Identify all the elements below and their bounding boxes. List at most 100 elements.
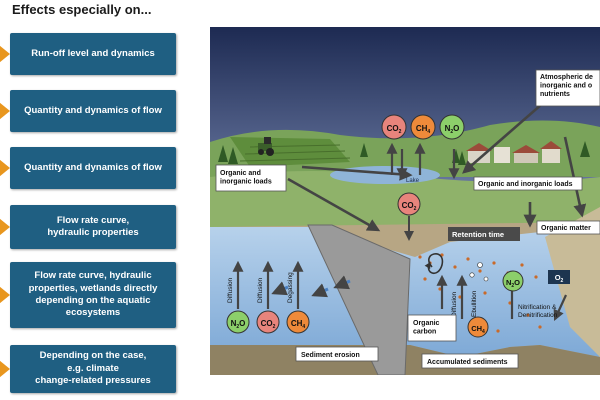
formula: CH xyxy=(416,124,428,133)
ch4-bubble-right: CH4 xyxy=(467,316,489,338)
lake-label: Lake xyxy=(406,178,420,184)
accumulated-sediments-label: Accumulated sediments xyxy=(421,353,519,369)
formula: N xyxy=(445,124,451,133)
formula-tail: O xyxy=(453,124,459,133)
svg-text:CO2: CO2 xyxy=(402,201,417,212)
subscript: 2 xyxy=(511,283,514,289)
svg-text:CH4: CH4 xyxy=(416,124,431,135)
tractor-icon xyxy=(258,137,274,156)
co2-bubble-top: CO2 xyxy=(381,114,407,140)
subscript: 2 xyxy=(273,324,276,330)
gas-bubble xyxy=(226,310,250,334)
orange-arrow-icon xyxy=(0,159,10,177)
label-text: Sediment erosion xyxy=(301,352,360,359)
label-text: Retention time xyxy=(452,230,504,239)
n2o-bubble-bottom: N2O xyxy=(226,310,250,334)
process-label-degassing: Degassing xyxy=(287,272,294,303)
gas-bubble xyxy=(410,114,436,140)
subscript: 2 xyxy=(399,129,402,135)
gas-bubble xyxy=(286,310,310,334)
ch4-bubble-top: CH4 xyxy=(410,114,436,140)
organic-matter-label: Organic matter xyxy=(536,220,600,235)
ch4-bubble-bottom: CH4 xyxy=(286,310,310,334)
svg-text:CO2: CO2 xyxy=(261,319,276,330)
gas-bubble xyxy=(397,192,421,216)
svg-text:CH4: CH4 xyxy=(471,324,485,335)
formula: CO xyxy=(261,319,273,328)
process-label-ebullition: Ebullition xyxy=(471,290,478,317)
subscript: 4 xyxy=(427,129,430,135)
orange-arrow-icon xyxy=(0,45,10,63)
o2-label: O2 xyxy=(548,270,570,284)
subscript: 2 xyxy=(561,278,564,284)
effect-label: Flow rate curve, hydraulic properties xyxy=(47,214,139,238)
effect-box-flow-1: Quantity and dynamics of flow xyxy=(0,90,176,132)
formula: O xyxy=(555,273,561,282)
subscript: 2 xyxy=(236,324,239,330)
gas-bubbles xyxy=(469,262,489,282)
n2o-bubble-right: N2O xyxy=(502,270,524,292)
label-text: Accumulated sediments xyxy=(427,359,508,366)
process-label-diffusion-1: Diffusion xyxy=(227,277,234,303)
effect-label: Quantity and dynamics of flow xyxy=(24,104,162,116)
effect-label: Depending on the case, e.g. climate chan… xyxy=(35,350,151,387)
gas-bubble xyxy=(467,316,489,338)
sediment-erosion-label: Sediment erosion xyxy=(295,346,379,362)
field xyxy=(230,137,350,167)
subscript: 4 xyxy=(302,324,305,330)
formula-tail: O xyxy=(239,319,245,328)
flow-arrows xyxy=(271,275,351,298)
formula: N xyxy=(231,319,237,328)
process-label-diffusion-2: Diffusion xyxy=(257,277,264,303)
effect-box-flow-2: Quantity and dynamics of flow xyxy=(0,147,176,189)
orange-arrow-icon xyxy=(0,360,10,378)
right-bank xyxy=(545,207,600,357)
organic-loads-right-label: Organic and inorganic loads xyxy=(473,176,583,191)
orange-arrow-icon xyxy=(0,286,10,304)
svg-text:CO2: CO2 xyxy=(387,124,402,135)
nitrification-label: Nitrification &Denitrification xyxy=(518,304,558,319)
formula: CH xyxy=(471,324,482,333)
co2-bubble-bottom: CO2 xyxy=(256,310,280,334)
process-label-diffusion-right: Diffusion xyxy=(451,291,458,317)
effect-box-climate: Depending on the case, e.g. climate chan… xyxy=(0,345,176,393)
effect-label: Flow rate curve, hydraulic properties, w… xyxy=(28,270,158,319)
retention-time-label: Retention time xyxy=(448,227,520,241)
co2-bubble-mid: CO2 xyxy=(397,192,421,216)
formula: CO xyxy=(402,201,414,210)
formula-tail: O xyxy=(514,278,520,287)
process-arrows xyxy=(232,260,304,309)
svg-text:N2O: N2O xyxy=(506,278,520,289)
effect-box-hydraulic: Flow rate curve, hydraulic properties xyxy=(0,205,176,249)
gas-bubble xyxy=(256,310,280,334)
subscript: 2 xyxy=(414,206,417,212)
gas-bubble xyxy=(381,114,407,140)
load-arrows xyxy=(287,96,587,232)
gas-bubble xyxy=(439,114,465,140)
formula: N xyxy=(506,278,511,287)
orange-arrow-icon xyxy=(0,102,10,120)
label-text: Organic and inorganic loads xyxy=(478,181,573,188)
svg-text:O2: O2 xyxy=(555,273,564,284)
orange-arrow-icon xyxy=(0,218,10,236)
n2o-bubble-top: N2O xyxy=(439,114,465,140)
svg-text:CH4: CH4 xyxy=(291,319,306,330)
svg-text:N2O: N2O xyxy=(231,319,246,330)
effect-box-wetlands: Flow rate curve, hydraulic properties, w… xyxy=(0,262,176,328)
formula: CO xyxy=(387,124,399,133)
formula: CH xyxy=(291,319,303,328)
lake-surface xyxy=(330,166,440,184)
effect-box-runoff: Run-off level and dynamics xyxy=(0,33,176,75)
svg-text:N2O: N2O xyxy=(445,124,460,135)
subscript: 2 xyxy=(450,129,453,135)
page-heading: Effects especially on... xyxy=(12,2,152,17)
circulation-icon xyxy=(424,253,444,274)
effect-label: Quantity and dynamics of flow xyxy=(24,161,162,173)
